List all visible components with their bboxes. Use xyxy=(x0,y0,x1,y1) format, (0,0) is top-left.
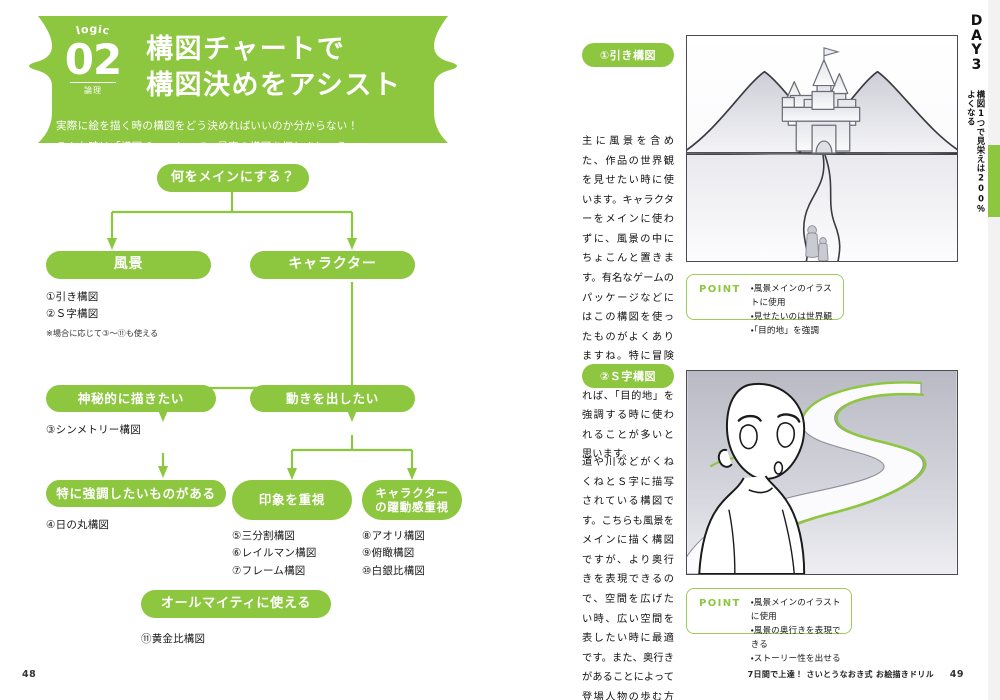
section-tag-1[interactable]: ①引き構図 xyxy=(582,43,674,67)
point-item: ・見せたいのは世界観 xyxy=(750,311,833,322)
point-list-2: ・風景メインのイラストに使用 ・風景の奥行きを表現できる ・ストーリー性を出せる xyxy=(751,597,841,667)
flow-node-character[interactable]: キャラクター xyxy=(250,251,415,279)
day-number: 3 xyxy=(971,56,983,73)
emphasize-note: ④日の丸構図 xyxy=(46,519,110,531)
flow-node-motion[interactable]: 動きを出したい xyxy=(250,385,415,412)
character-dynamic-notes: ⑧アオリ構図 ⑨俯瞰構図 ⑩白銀比構図 xyxy=(362,530,426,577)
logic-badge-word: logic xyxy=(56,25,130,41)
day-indicator: D A Y 3 構図1つで見栄えは200％よくなる xyxy=(960,14,994,264)
right-page: ①引き構図 主に風景を含めた、作品の世界観を見せたい時に使います。キャラクターを… xyxy=(500,0,1000,700)
section-header-banner: logic 02 論理 構図チャートで 構図決めをアシスト 実際に絵を描く時の構… xyxy=(22,12,464,153)
banner-shape xyxy=(29,16,457,143)
landscape-note-small: ※場合に応じて③～⑪も使える xyxy=(46,328,159,338)
section-tag-2[interactable]: ②Ｓ字構図 xyxy=(582,364,674,388)
point-list-1: ・風景メインのイラストに使用 ・見せたいのは世界観 ・「目的地」を強調 xyxy=(751,283,833,339)
character-dynamic-line1: キャラクター xyxy=(375,485,449,500)
logic-number: 02 xyxy=(64,35,122,84)
point-item: ・風景の奥行きを表現できる xyxy=(750,625,841,650)
illustration-1-pullback-composition xyxy=(686,35,958,262)
page-desc-line1: 実際に絵を描く時の構図をどう決めればいいのか分からない！ xyxy=(56,120,359,133)
point-item: ・風景メインのイラストに使用 xyxy=(750,284,832,308)
flow-node-landscape[interactable]: 風景 xyxy=(46,251,211,279)
point-box-1: POINT ・風景メインのイラストに使用 ・見せたいのは世界観 ・「目的地」を強… xyxy=(686,274,844,336)
point-label-2: POINT xyxy=(699,598,741,609)
castle-landscape-drawing xyxy=(687,36,957,261)
day-subtitle-vertical: 構図1つで見栄えは200％よくなる xyxy=(966,90,986,214)
day-color-bar xyxy=(988,145,1000,217)
point-label-1: POINT xyxy=(699,284,741,295)
character-dynamic-line2: の躍動感重視 xyxy=(375,500,449,514)
composition-flowchart: 何をメインにする？ 風景 キャラクター ①引き構図 ②Ｓ字構図 ※場合に応じて③… xyxy=(0,150,500,650)
almighty-note: ⑪黄金比構図 xyxy=(141,633,206,645)
logic-arc-text: logic xyxy=(75,25,111,38)
page-number-right: 49 xyxy=(949,669,964,680)
point-box-2: POINT ・風景メインのイラストに使用 ・風景の奥行きを表現できる ・ストーリ… xyxy=(686,588,852,664)
mystic-note: ③シンメトリー構図 xyxy=(46,424,141,436)
landscape-notes: ①引き構図 ②Ｓ字構図 xyxy=(46,291,99,321)
day-letter-a: A xyxy=(971,27,983,44)
impression-notes: ⑤三分割構図 ⑥レイルマン構図 ⑦フレーム構図 xyxy=(232,530,317,577)
section-body-2: 道や川などがくねくねとＳ字に描写されている構図です。こちらも風景をメインに描く構… xyxy=(582,457,674,700)
section-body-1: 主に風景を含めた、作品の世界観を見せたい時に使います。キャラクターをメインに使わ… xyxy=(582,136,674,461)
day-letter-y: Y xyxy=(971,42,983,59)
point-item: ・風景メインのイラストに使用 xyxy=(750,598,841,622)
illustration-2-s-curve-composition xyxy=(686,370,958,575)
character-s-curve-drawing xyxy=(687,371,957,574)
flow-node-character-dynamic[interactable]: キャラクター の躍動感重視 xyxy=(362,480,462,520)
page-title-line1: 構図チャートで xyxy=(146,34,346,65)
day-letter-d: D xyxy=(970,13,984,29)
point-item: ・「目的地」を強調 xyxy=(750,325,820,336)
flow-node-root[interactable]: 何をメインにする？ xyxy=(157,164,309,192)
page-title-line2: 構図決めをアシスト xyxy=(146,69,402,101)
left-page: logic 02 論理 構図チャートで 構図決めをアシスト 実際に絵を描く時の構… xyxy=(0,12,500,680)
logic-badge: logic 02 論理 xyxy=(56,24,130,96)
page-number-left: 48 xyxy=(22,669,37,680)
flow-node-impression[interactable]: 印象を重視 xyxy=(232,480,352,520)
day-word: D A Y 3 xyxy=(964,14,990,72)
page-desc-line2: そんな時は「構図チャート」で、最高の構図を探しましょう。 xyxy=(56,140,358,153)
flow-node-mystic[interactable]: 神秘的に描きたい xyxy=(46,385,216,412)
svg-text:logic: logic xyxy=(75,25,111,38)
logic-sub-label: 論理 xyxy=(70,81,116,96)
flow-node-emphasize[interactable]: 特に強調したいものがある xyxy=(46,480,226,507)
book-title-footer: 7日間で上達！ さいとうなおき式 お絵描きドリル xyxy=(747,670,934,679)
point-item: ・ストーリー性を出せる xyxy=(750,653,841,664)
flow-node-almighty[interactable]: オールマイティに使える xyxy=(141,590,331,618)
